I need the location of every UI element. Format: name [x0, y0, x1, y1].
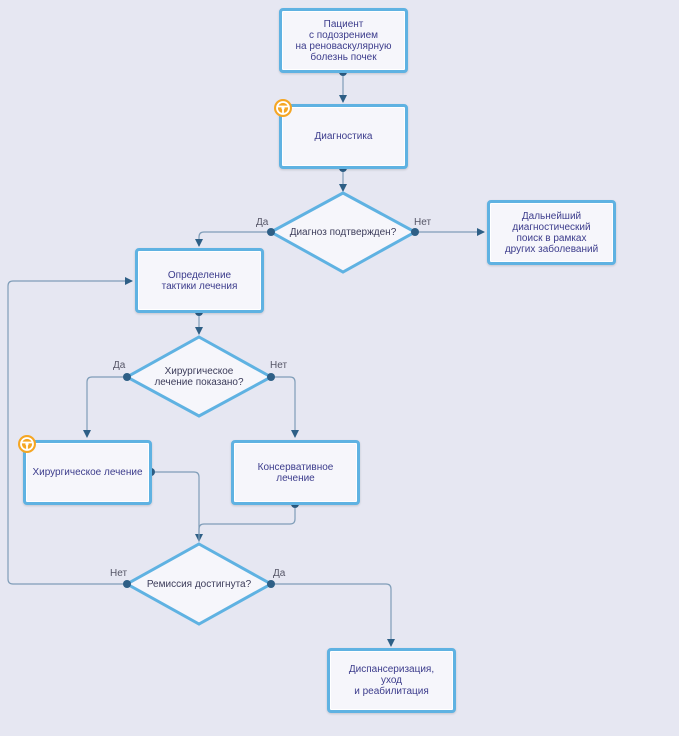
- decision-surgery-indicated-text[interactable]: Хирургическое лечение показано?: [154, 366, 244, 388]
- edge-label-surg-no: Нет: [270, 360, 288, 371]
- edge-label-rem-yes: Да: [273, 568, 286, 579]
- edge-label-diag-no: Нет: [414, 217, 432, 228]
- edge-surg-no: [271, 376, 299, 438]
- decision-diagnosis-confirmed-text[interactable]: Диагноз подтвержден?: [289, 226, 397, 238]
- port-dot[interactable]: [123, 580, 131, 588]
- node-surgical-treatment[interactable]: Хирургическое лечение: [23, 440, 152, 505]
- node-diagnostics[interactable]: Диагностика: [279, 104, 408, 169]
- node-further-search[interactable]: Дальнейший диагностический поиск в рамка…: [487, 200, 616, 265]
- port-dot[interactable]: [267, 580, 275, 588]
- port-dot[interactable]: [411, 228, 419, 236]
- edge-conservative-remission: [198, 504, 296, 541]
- diamond-surgery-indicated: [123, 335, 275, 418]
- decision-remission-text[interactable]: Ремиссия достигнута?: [146, 578, 252, 590]
- edge-label-diag-yes: Да: [256, 217, 269, 228]
- node-followup[interactable]: Диспансеризация, уход и реабилитация: [327, 648, 456, 713]
- port-dot[interactable]: [123, 373, 131, 381]
- port-dot[interactable]: [267, 228, 275, 236]
- node-conservative-treatment[interactable]: Консервативное лечение: [231, 440, 360, 505]
- edge-surgical-remission: [151, 471, 203, 542]
- steering-wheel-icon[interactable]: [273, 98, 293, 118]
- edge-diag-yes: [195, 231, 271, 247]
- node-tactics[interactable]: Определение тактики лечения: [135, 248, 264, 313]
- edge-rem-no: [7, 277, 133, 585]
- edge-label-rem-no: Нет: [110, 568, 128, 579]
- diamond-diagnosis-confirmed: [267, 191, 419, 274]
- diamond-remission: [123, 542, 275, 626]
- edge-surg-yes: [83, 376, 127, 438]
- steering-wheel-icon[interactable]: [17, 434, 37, 454]
- edge-rem-yes: [271, 583, 395, 647]
- edge-label-surg-yes: Да: [113, 360, 126, 371]
- port-dot[interactable]: [267, 373, 275, 381]
- node-patient[interactable]: Пациент с подозрением на реноваскулярную…: [279, 8, 408, 73]
